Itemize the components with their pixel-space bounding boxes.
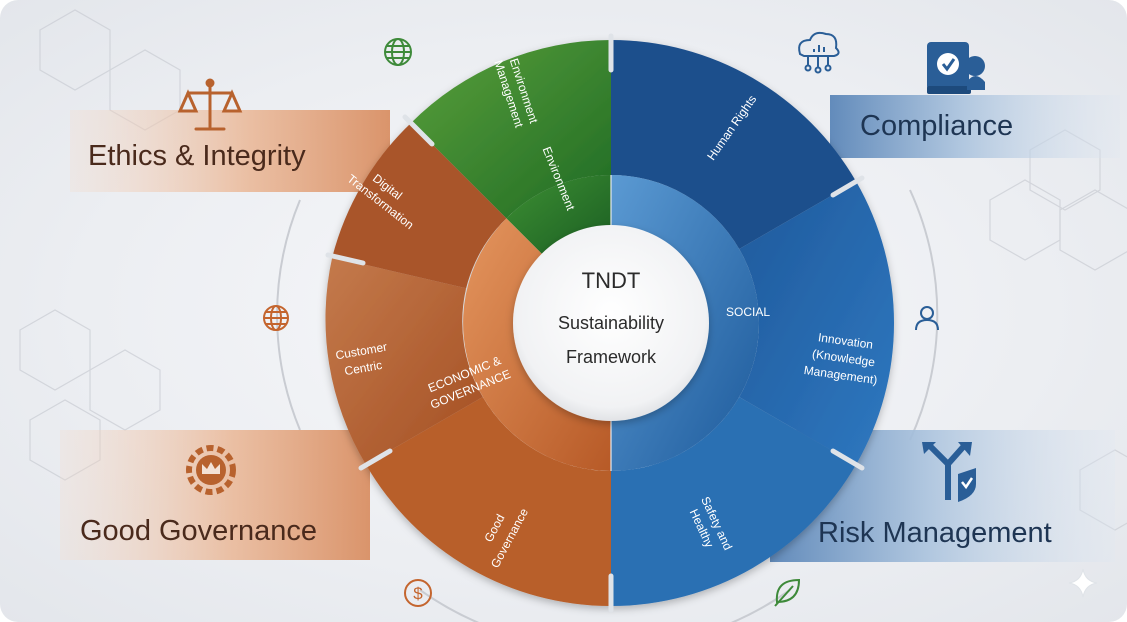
- segment-good-governance: [365, 397, 611, 606]
- user-icon: [915, 306, 939, 331]
- segment-social-inner: [611, 175, 759, 471]
- risk-management-title: Risk Management: [818, 517, 1052, 549]
- sparkle-icon: [1068, 568, 1098, 598]
- scales-icon: [177, 78, 243, 131]
- center-subtitle-2: Framework: [565, 347, 656, 367]
- segment-separators: [325, 33, 865, 613]
- outer-arc-bottom: [419, 589, 791, 622]
- arrows-shield-icon: [922, 442, 976, 502]
- dollar-icon: $: [404, 579, 432, 607]
- globe-icon: [384, 38, 412, 66]
- center-disc: [513, 225, 709, 421]
- segment-human-rights: [611, 40, 857, 249]
- label-customer-2: Centric: [343, 358, 383, 378]
- globe-icon: [263, 305, 289, 331]
- leaf-icon: [774, 578, 801, 607]
- segment-environment-inner: [506, 175, 611, 260]
- compliance-title: Compliance: [860, 110, 1014, 142]
- certificate-icon: [927, 42, 985, 94]
- center-title: TNDT: [581, 268, 641, 293]
- segment-customer-centric: [325, 257, 483, 465]
- segment-environment-management: [411, 40, 611, 219]
- good-governance-title: Good Governance: [80, 515, 317, 547]
- ethics-integrity-title: Ethics & Integrity: [88, 140, 306, 172]
- compliance-banner: [830, 95, 1120, 158]
- cloud-network-icon: [798, 31, 840, 74]
- label-social: SOCIAL: [726, 305, 770, 319]
- outer-arc-left: [276, 199, 301, 431]
- segment-innovation: [739, 181, 895, 465]
- governance-banner: [60, 430, 370, 560]
- ethics-banner: [70, 110, 390, 192]
- crown-gear-icon: [186, 445, 236, 495]
- segment-safety-healthy: [611, 397, 857, 606]
- svg-text:$: $: [413, 584, 423, 603]
- center-subtitle-1: Sustainability: [557, 313, 665, 333]
- outer-arc-right: [909, 189, 939, 441]
- segment-digital-transformation: [332, 123, 507, 289]
